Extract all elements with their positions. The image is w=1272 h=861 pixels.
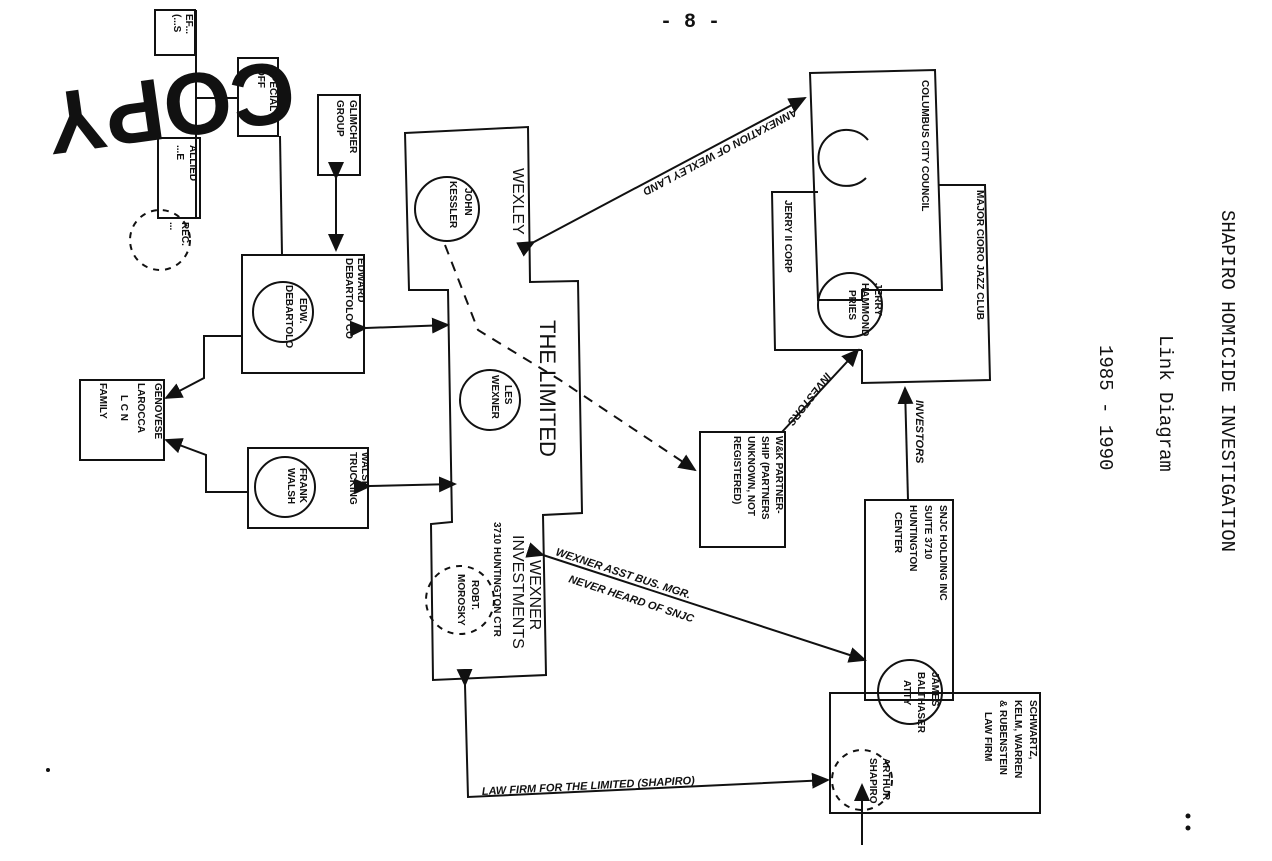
svg-text:PRIES: PRIES [846,290,857,320]
svg-text:UNKNOWN, NOT: UNKNOWN, NOT [745,436,756,516]
svg-text:EDWARD: EDWARD [355,258,366,302]
copy-stamp: COPY [40,41,301,174]
svg-text:(...S: (...S [171,14,182,33]
svg-text:L C N: L C N [118,395,129,421]
person-edw-debartolo: EDW. DEBARTOLO [252,281,314,348]
svg-text:GENOVESE: GENOVESE [152,383,163,439]
node-major-cioro-jazz-club: MAJOR CIORO JAZZ CLUB [861,184,992,385]
svg-text:LAW FIRM: LAW FIRM [982,712,993,761]
node-wexner-investments: WEXNER INVESTMENTS 3710 HUNTINGTON CTR [491,522,543,649]
title-block: SHAPIRO HOMICIDE INVESTIGATION Link Diag… [1094,210,1238,552]
svg-text:...: ... [167,222,178,231]
edge-label-investors-2: INVESTORS [913,400,925,464]
svg-text:FAMILY: FAMILY [97,383,108,419]
person-frank-walsh: FRANK WALSH [254,456,316,518]
person-james-balthaser: JAMES BALTHASER ATTY [877,659,943,734]
svg-text:JERRY II CORP: JERRY II CORP [782,200,793,273]
page-number: - 8 - [660,11,720,34]
svg-text:HUNTINGTON: HUNTINGTON [907,505,918,571]
node-genovese-family: GENOVESE LAROCCA L C N FAMILY [79,379,165,461]
svg-text:MAJOR CIORO JAZZ CLUB: MAJOR CIORO JAZZ CLUB [974,190,985,320]
edge-label-investors-1: INVESTORS [784,370,833,428]
person-jerry-hammond-pries: JERRY HAMMOND PRIES [817,272,883,338]
edge-label-annexation: ANNEXATION OF WEXLEY LAND [641,105,800,197]
svg-text:COLUMBUS CITY COUNCIL: COLUMBUS CITY COUNCIL [919,80,930,211]
svg-text:GROUP: GROUP [334,100,345,137]
person-arthur-shapiro: ARTHUR SHAPIRO [831,749,893,811]
node-allied: ALLIED ...E [157,137,201,219]
svg-text:HAMMOND: HAMMOND [859,283,870,336]
svg-text:DEBARTOLO: DEBARTOLO [283,285,294,348]
svg-text:TRUCKING: TRUCKING [347,452,358,505]
svg-text:ATTY: ATTY [901,680,912,706]
svg-text:JOHN: JOHN [462,188,473,216]
svg-text:ROBT.: ROBT. [469,580,480,610]
svg-text:ALLIED: ALLIED [187,145,198,181]
svg-text:GLIMCHER: GLIMCHER [347,100,358,154]
edge-label-law-firm-for-limited: LAW FIRM FOR THE LIMITED (SHAPIRO) [482,775,696,798]
diagram-title: SHAPIRO HOMICIDE INVESTIGATION [1216,210,1238,552]
node-columbus-city-council: COLUMBUS CITY COUNCIL [808,68,944,301]
svg-text:SCHWARTZ,: SCHWARTZ, [1027,700,1038,760]
svg-text:KESSLER: KESSLER [447,181,458,229]
svg-text:3710 HUNTINGTON CTR: 3710 HUNTINGTON CTR [491,522,502,638]
node-glimcher-group: GLIMCHER GROUP [317,94,361,176]
svg-text:SNJC HOLDING INC: SNJC HOLDING INC [937,505,948,601]
person-robt-morosky: ROBT. MOROSKY [425,565,495,635]
svg-text:...E: ...E [174,145,185,160]
svg-text:OFF: OFF [255,68,266,88]
svg-text:SHIP (PARTNERS: SHIP (PARTNERS [759,436,770,520]
svg-text:WEXNER: WEXNER [489,375,500,420]
svg-text:BALTHASER: BALTHASER [915,672,926,734]
svg-text:WALSH: WALSH [285,468,296,504]
svg-text:SUITE 3710: SUITE 3710 [922,505,933,560]
svg-text:SPECIAL: SPECIAL [267,68,278,111]
node-wk-partnership: W&K PARTNER- SHIP (PARTNERS UNKNOWN, NOT… [699,431,786,548]
diagram-subtitle: Link Diagram [1154,335,1176,472]
svg-text:JERRY: JERRY [872,283,883,316]
svg-text:KELM, WARREN: KELM, WARREN [1012,700,1023,778]
svg-text:REC.: REC. [179,222,190,246]
node-fragment-top: EF... (...S [154,9,196,56]
svg-text:WEXNER: WEXNER [526,560,543,630]
svg-text:EDW.: EDW. [297,298,308,324]
person-john-kessler: JOHN KESSLER [414,176,480,242]
node-edward-debartolo-co: EDWARD DEBARTOLO CO [241,254,366,374]
svg-text:JAMES: JAMES [929,672,940,707]
node-recd: REC. ... [129,209,191,271]
svg-text:SHAPIRO: SHAPIRO [867,758,878,804]
node-snjc-holding: SNJC HOLDING INC SUITE 3710 HUNTINGTON C… [864,499,954,701]
svg-text:DEBARTOLO CO: DEBARTOLO CO [343,258,354,339]
svg-text:ARTHUR: ARTHUR [880,758,891,801]
svg-text:EF...: EF... [183,14,194,34]
svg-text:INVESTMENTS: INVESTMENTS [509,535,526,649]
node-walsh-trucking: WALSH TRUCKING [247,447,370,529]
svg-text:FRANK: FRANK [297,468,308,504]
svg-text:CENTER: CENTER [892,512,903,554]
label-the-limited: THE LIMITED [535,320,560,457]
svg-text:WALSH: WALSH [359,452,370,488]
svg-text:REGISTERED): REGISTERED) [731,436,742,504]
person-les-wexner: LES WEXNER [459,369,521,431]
svg-text:LES: LES [502,385,513,405]
svg-text:W&K PARTNER-: W&K PARTNER- [773,436,784,514]
svg-text:& RUBENSTEIN: & RUBENSTEIN [997,700,1008,775]
date-range: 1985 - 1990 [1094,345,1116,470]
node-law-firm: SCHWARTZ, KELM, WARREN & RUBENSTEIN LAW … [829,692,1041,814]
label-wexley: WEXLEY [509,168,526,235]
svg-text:MOROSKY: MOROSKY [455,574,466,626]
svg-text:LAROCCA: LAROCCA [135,383,146,433]
